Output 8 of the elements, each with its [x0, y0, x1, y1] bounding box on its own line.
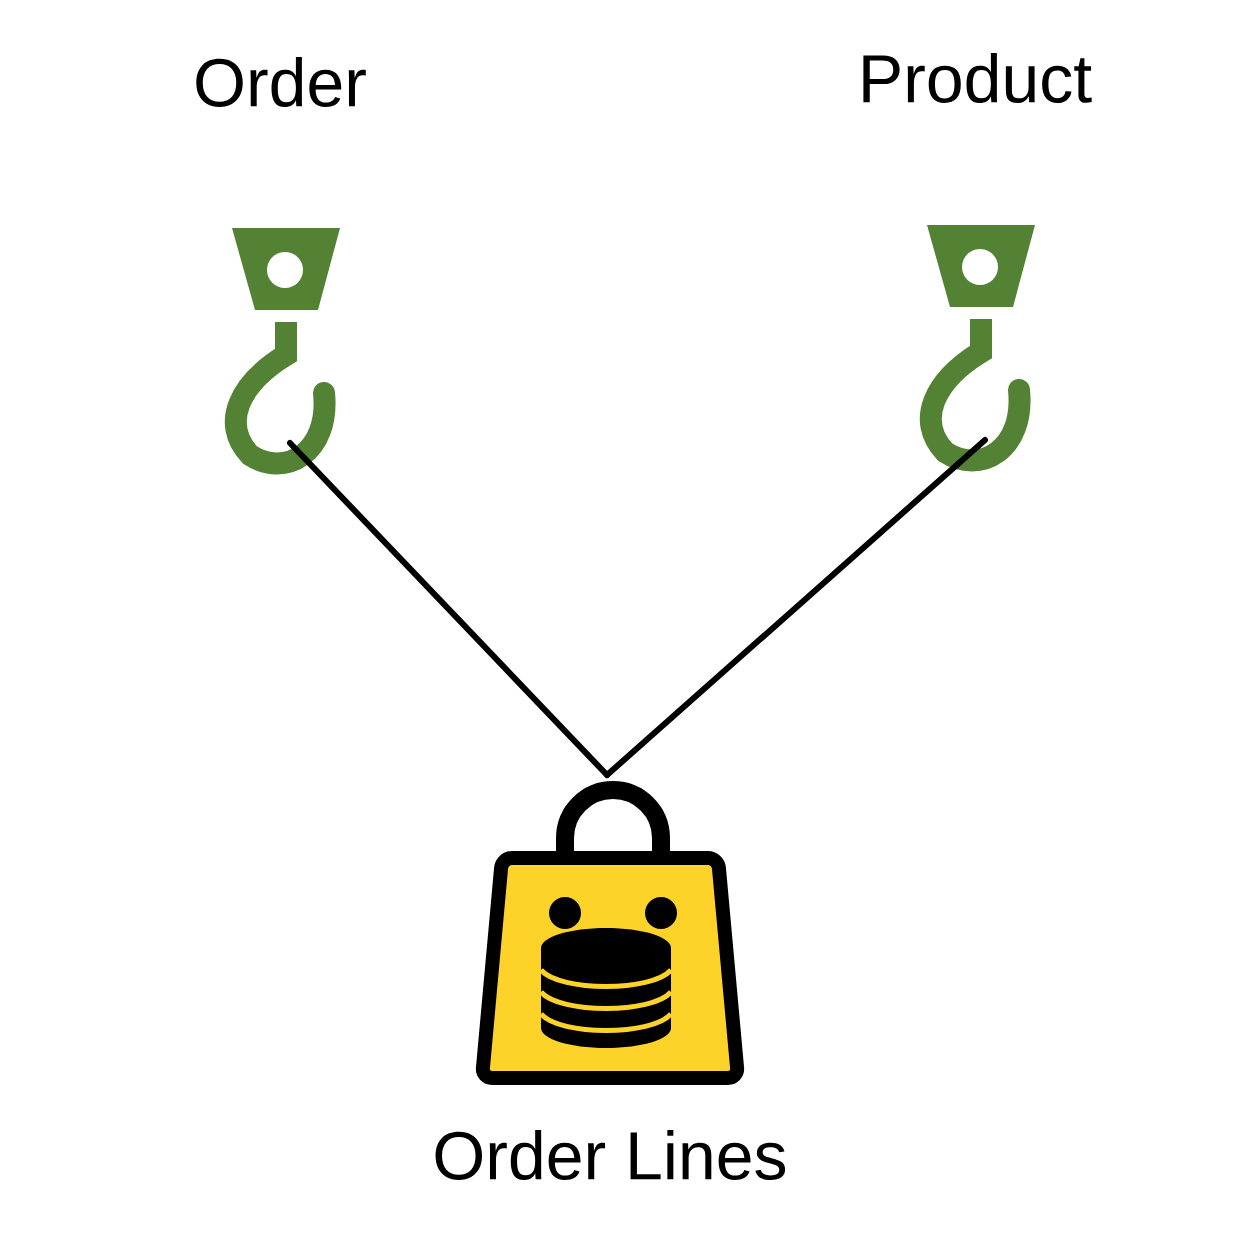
hook-icon [919, 225, 1035, 472]
node-label: Order Lines [435, 1130, 786, 1180]
node-label: Product [863, 53, 1092, 103]
node-label: Order [196, 57, 366, 107]
hook-icon [224, 228, 340, 475]
connector-line [604, 437, 988, 778]
connector-line [287, 440, 610, 778]
shopping-bag-icon [475, 781, 745, 1085]
